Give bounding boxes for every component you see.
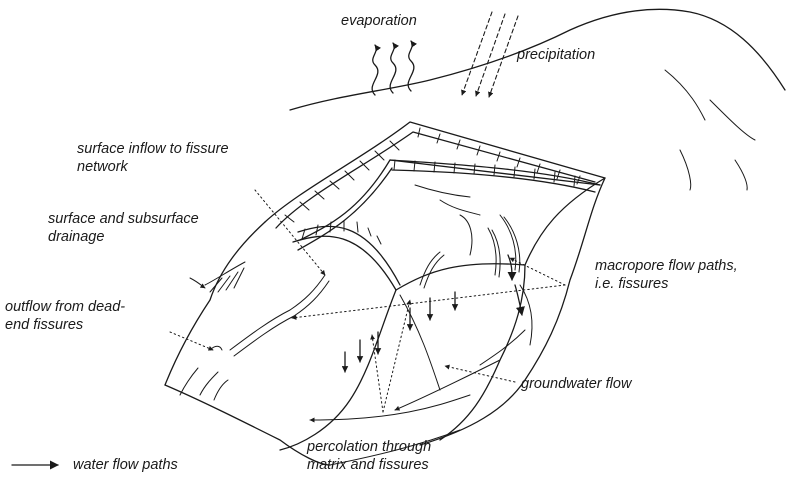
hill-contour-3 xyxy=(680,150,691,190)
groundwater-flow-label: groundwater flow xyxy=(521,375,631,393)
precipitation-arrows xyxy=(462,12,518,97)
percolation-label: percolation through matrix and fissures xyxy=(307,438,431,474)
surface-inflow-line1: surface inflow to fissure xyxy=(77,140,229,158)
legend-water-flow-label: water flow paths xyxy=(73,456,178,474)
percolation-line1: percolation through xyxy=(307,438,431,456)
outflow-label: outflow from dead- end fissures xyxy=(5,298,125,334)
surface-drainage-line1: surface and subsurface xyxy=(48,210,199,228)
evaporation-label: evaporation xyxy=(341,12,417,30)
percolation-line2: matrix and fissures xyxy=(307,456,431,474)
soil-block xyxy=(165,122,605,465)
hill-contour-1 xyxy=(665,70,705,120)
fissures xyxy=(180,215,520,400)
macropore-label: macropore flow paths, i.e. fissures xyxy=(595,257,738,293)
hill-contour-4 xyxy=(735,160,747,190)
evaporation-arrows xyxy=(372,41,414,95)
surface-drainage-marks xyxy=(190,262,245,292)
surface-drainage-line2: drainage xyxy=(48,228,199,246)
surface-inflow-label: surface inflow to fissure network xyxy=(77,140,229,176)
macropore-line2: i.e. fissures xyxy=(595,275,738,293)
outflow-line1: outflow from dead- xyxy=(5,298,125,316)
surface-drainage-label: surface and subsurface drainage xyxy=(48,210,199,246)
percolation-arrows xyxy=(345,292,455,372)
hill-contour-2 xyxy=(710,100,755,140)
surface-inflow-line2: network xyxy=(77,158,229,176)
precipitation-label: precipitation xyxy=(517,46,595,64)
macropore-line1: macropore flow paths, xyxy=(595,257,738,275)
outflow-line2: end fissures xyxy=(5,316,125,334)
